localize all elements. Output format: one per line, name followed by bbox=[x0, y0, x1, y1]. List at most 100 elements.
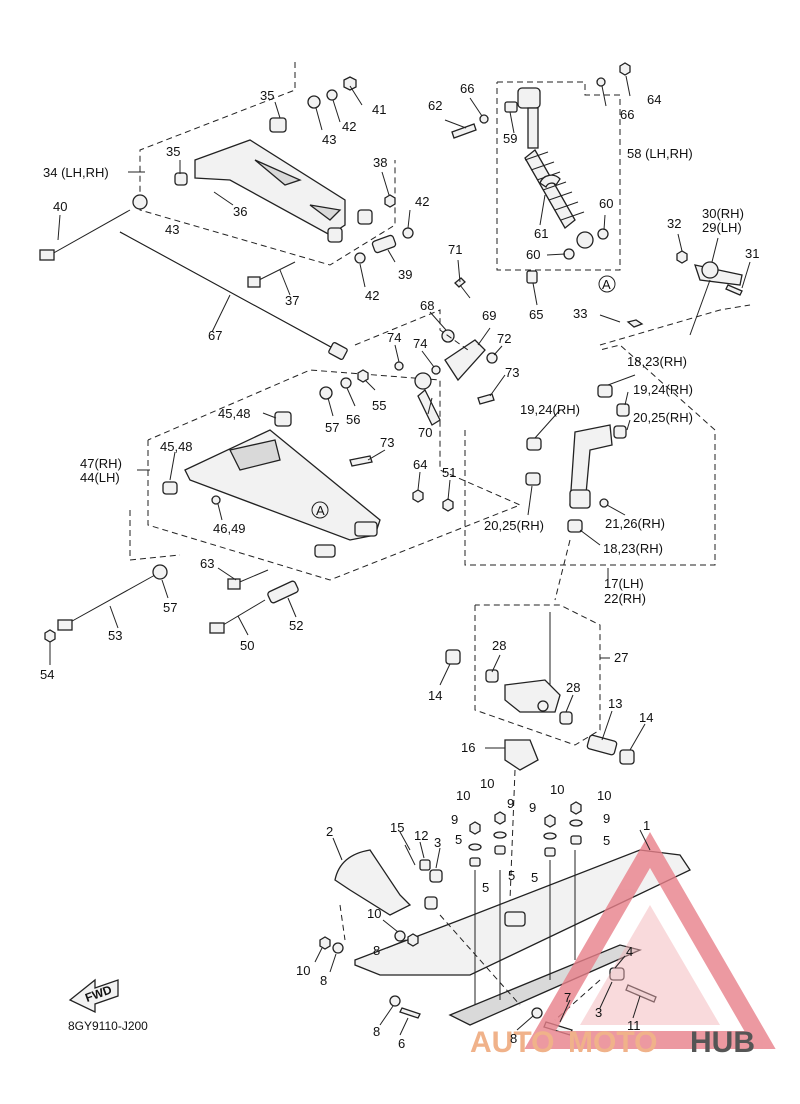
callout-5: 5 bbox=[482, 880, 489, 895]
callout-22-rh: 22(RH) bbox=[604, 591, 646, 606]
callout-12: 12 bbox=[414, 828, 428, 843]
callout-45-48: 45,48 bbox=[218, 406, 251, 421]
callout-57: 57 bbox=[325, 420, 339, 435]
callout-19-24-rh: 19,24(RH) bbox=[633, 382, 693, 397]
callout-10: 10 bbox=[367, 906, 381, 921]
callout-38: 38 bbox=[373, 155, 387, 170]
callout-41: 41 bbox=[372, 102, 386, 117]
callout-20-25-rh: 20,25(RH) bbox=[484, 518, 544, 533]
callout-14: 14 bbox=[428, 688, 442, 703]
callout-73: 73 bbox=[380, 435, 394, 450]
callout-9: 9 bbox=[603, 811, 610, 826]
callout-29: 29(LH) bbox=[702, 220, 742, 235]
callout-30: 30(RH) bbox=[702, 206, 744, 221]
steering-arm bbox=[676, 250, 743, 336]
callout-39: 39 bbox=[398, 267, 412, 282]
callout-3: 3 bbox=[434, 835, 441, 850]
callout-73: 73 bbox=[505, 365, 519, 380]
shock-absorber bbox=[451, 62, 631, 293]
callout-61: 61 bbox=[534, 226, 548, 241]
callout-9: 9 bbox=[529, 800, 536, 815]
watermark-logo bbox=[524, 832, 776, 1049]
callout-10: 10 bbox=[296, 963, 310, 978]
callout-47-rh: 47(RH) bbox=[80, 456, 122, 471]
callout-74: 74 bbox=[387, 330, 401, 345]
callout-53: 53 bbox=[108, 628, 122, 643]
callout-4: 4 bbox=[626, 944, 633, 959]
diagram-code: 8GY9110-J200 bbox=[68, 1019, 148, 1033]
callout-60: 60 bbox=[599, 196, 613, 211]
callout-40: 40 bbox=[53, 199, 67, 214]
callout-55: 55 bbox=[372, 398, 386, 413]
callout-3: 3 bbox=[595, 1005, 602, 1020]
callout-13: 13 bbox=[608, 696, 622, 711]
callout-66: 66 bbox=[460, 81, 474, 96]
callout-51: 51 bbox=[442, 465, 456, 480]
callout-19-24-rh: 19,24(RH) bbox=[520, 402, 580, 417]
callout-7: 7 bbox=[564, 990, 571, 1005]
shock-group-outline bbox=[496, 81, 621, 271]
callout-72: 72 bbox=[497, 331, 511, 346]
callout-28: 28 bbox=[492, 638, 506, 653]
callout-33: 33 bbox=[573, 306, 587, 321]
callout-11: 11 bbox=[627, 1018, 641, 1033]
callout-a: A bbox=[602, 277, 611, 292]
watermark-text-moto: MOTO bbox=[568, 1026, 657, 1059]
callout-8: 8 bbox=[320, 973, 327, 988]
callout-69: 69 bbox=[482, 308, 496, 323]
callout-59: 59 bbox=[503, 131, 517, 146]
callout-10: 10 bbox=[456, 788, 470, 803]
callout-18-23-rh: 18,23(RH) bbox=[627, 354, 687, 369]
callout-27: 27 bbox=[614, 650, 628, 665]
callout-50: 50 bbox=[240, 638, 254, 653]
callout-16: 16 bbox=[461, 740, 475, 755]
callout-52: 52 bbox=[289, 618, 303, 633]
callout-10: 10 bbox=[550, 782, 564, 797]
callout-18-23-rh: 18,23(RH) bbox=[603, 541, 663, 556]
callout-8: 8 bbox=[373, 943, 380, 958]
callout-labels: 35 41 43 42 35 34 (LH,RH) 38 36 40 43 42… bbox=[40, 81, 759, 1051]
callout-8: 8 bbox=[510, 1031, 517, 1046]
callout-a: A bbox=[316, 503, 325, 518]
callout-54: 54 bbox=[40, 667, 54, 682]
callout-42: 42 bbox=[365, 288, 379, 303]
callout-5: 5 bbox=[455, 832, 462, 847]
callout-9: 9 bbox=[507, 796, 514, 811]
callout-5: 5 bbox=[508, 868, 515, 883]
watermark-text-auto: AUTO bbox=[470, 1026, 554, 1059]
leader-lines bbox=[49, 75, 751, 1036]
callout-2: 2 bbox=[326, 824, 333, 839]
callout-17-lh: 17(LH) bbox=[604, 576, 644, 591]
watermark-text-hub: HUB bbox=[690, 1026, 755, 1059]
ski-spindle-shaft bbox=[445, 539, 635, 901]
callout-28: 28 bbox=[566, 680, 580, 695]
callout-56: 56 bbox=[346, 412, 360, 427]
spindle-group-outline bbox=[464, 304, 751, 566]
callout-10: 10 bbox=[480, 776, 494, 791]
callout-42: 42 bbox=[342, 119, 356, 134]
lower-arm-group-outline bbox=[129, 369, 522, 581]
callout-43: 43 bbox=[165, 222, 179, 237]
spindle bbox=[525, 319, 644, 585]
wear-bar-studs bbox=[468, 801, 583, 1005]
callout-42: 42 bbox=[415, 194, 429, 209]
callout-1: 1 bbox=[643, 818, 650, 833]
callout-34: 34 (LH,RH) bbox=[43, 165, 109, 180]
upper-arm-hardware bbox=[39, 76, 414, 360]
callout-62: 62 bbox=[428, 98, 442, 113]
callout-10: 10 bbox=[597, 788, 611, 803]
callout-5: 5 bbox=[603, 833, 610, 848]
steering-group-outline bbox=[474, 604, 601, 746]
callout-36: 36 bbox=[233, 204, 247, 219]
callout-37: 37 bbox=[285, 293, 299, 308]
callout-43: 43 bbox=[322, 132, 336, 147]
fwd-arrow-icon: FWD bbox=[68, 978, 119, 1014]
callout-74: 74 bbox=[413, 336, 427, 351]
callout-64: 64 bbox=[413, 457, 427, 472]
callout-35: 35 bbox=[260, 88, 274, 103]
lower-a-arm bbox=[162, 411, 454, 558]
upper-arm-group-outline bbox=[139, 62, 396, 266]
callout-68: 68 bbox=[420, 298, 434, 313]
lower-arm-hardware bbox=[44, 564, 299, 643]
